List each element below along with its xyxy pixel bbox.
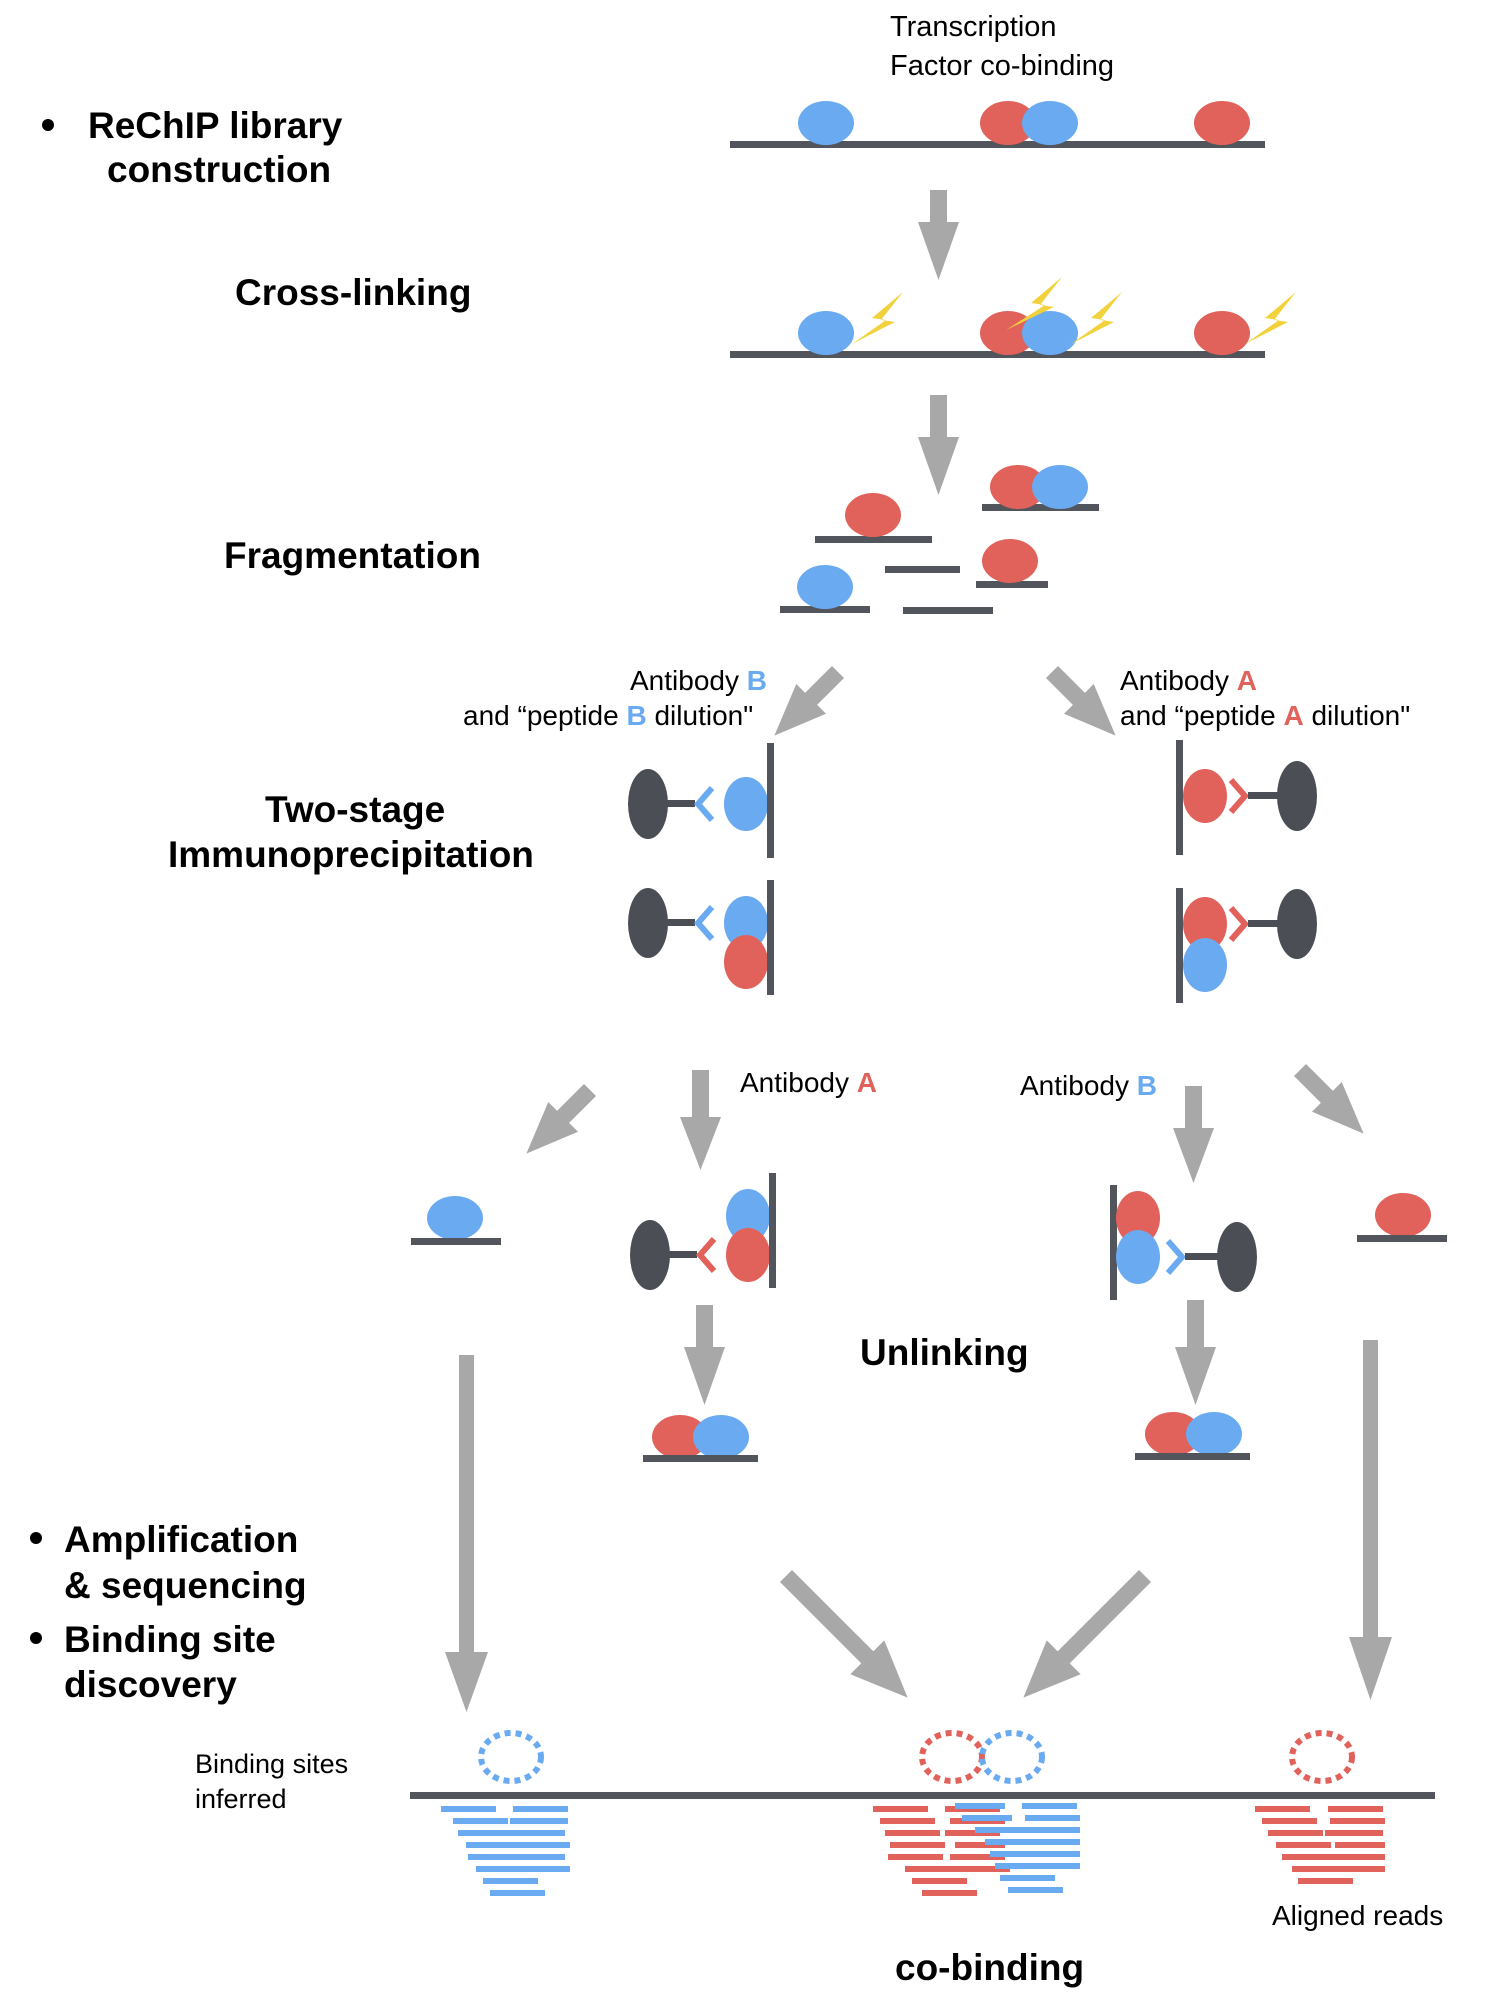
aligned-reads-label: Aligned reads	[1272, 1900, 1443, 1931]
factor-b	[1022, 101, 1078, 145]
section-discovery-line2: discovery	[64, 1664, 237, 1705]
factor-b	[1022, 311, 1078, 355]
binding-sites-label-line1: Binding sites	[195, 1749, 348, 1779]
down-right-arrow	[1293, 1063, 1364, 1134]
aligned-reads-b	[955, 1803, 1080, 1893]
top-label-line2: Factor co-binding	[890, 50, 1114, 82]
ip-complex-b-cobound	[628, 880, 774, 995]
inferred-site-a	[919, 1730, 985, 1784]
down-right-arrow	[1045, 665, 1116, 736]
unlinked-cobound-fragment	[643, 1415, 758, 1462]
top-label-line1: Transcription	[890, 11, 1057, 43]
antibody-b-second-label: Antibody B	[1020, 1070, 1157, 1101]
section-discovery-line1: Binding site	[64, 1619, 276, 1660]
factor-a	[980, 101, 1036, 145]
bullet-icon	[30, 1532, 42, 1544]
peptide-b-dilution-label: and “peptide B dilution"	[463, 700, 753, 731]
dna-strand	[730, 351, 1265, 358]
step-fragmentation: Fragmentation	[224, 535, 481, 576]
long-down-arrow	[1349, 1340, 1392, 1700]
section-amplification-line2: & sequencing	[64, 1565, 307, 1606]
ip-complex-b	[628, 743, 774, 858]
long-down-arrow	[445, 1355, 488, 1712]
ip-complex-a	[1176, 740, 1317, 855]
second-ip-complex-a	[630, 1173, 776, 1290]
co-binding-label: co-binding	[895, 1947, 1084, 1988]
factor-a	[1194, 311, 1250, 355]
down-left-arrow	[526, 1083, 597, 1154]
aligned-reads-a	[1255, 1806, 1385, 1884]
antibody-a-label: Antibody A	[1120, 665, 1257, 696]
dna-strand	[730, 141, 1265, 148]
step-two-stage-line1: Two-stage	[265, 789, 445, 830]
section-rechip-line1: ReChIP library	[88, 105, 343, 146]
step-two-stage-line2: Immunoprecipitation	[168, 834, 534, 875]
step-cross-linking: Cross-linking	[235, 272, 471, 313]
eluted-fragment-a	[1357, 1193, 1447, 1242]
down-arrow	[684, 1305, 725, 1405]
lightning-icon	[852, 292, 903, 344]
ip-complex-a-cobound	[1176, 888, 1317, 1003]
down-arrow	[1175, 1300, 1216, 1405]
aligned-reads-b	[441, 1806, 570, 1896]
factor-b	[798, 311, 854, 355]
section-amplification-line1: Amplification	[64, 1519, 298, 1560]
diagonal-arrow	[779, 1569, 908, 1698]
unlinked-cobound-fragment	[1135, 1412, 1250, 1460]
second-ip-complex-b	[1110, 1185, 1257, 1300]
antibody-b-label: Antibody B	[630, 665, 767, 696]
section-rechip-line2: construction	[107, 149, 331, 190]
down-arrow	[918, 395, 959, 495]
step-unlinking: Unlinking	[860, 1332, 1029, 1373]
down-arrow	[918, 190, 959, 280]
lightning-icon	[1245, 292, 1296, 344]
factor-a	[1194, 101, 1250, 145]
binding-sites-label-line2: inferred	[195, 1784, 287, 1814]
eluted-fragment-b	[411, 1196, 501, 1245]
down-arrow	[1173, 1086, 1214, 1183]
peptide-a-dilution-label: and “peptide A dilution"	[1120, 700, 1410, 731]
inferred-site-b	[478, 1730, 544, 1784]
genome-line	[410, 1792, 1435, 1799]
antibody-a-second-label: Antibody A	[740, 1067, 877, 1098]
dna-fragments	[780, 465, 1099, 614]
lightning-icon	[1071, 292, 1122, 344]
inferred-site-b	[979, 1730, 1045, 1784]
down-arrow	[680, 1070, 721, 1170]
factor-b	[798, 101, 854, 145]
inferred-site-a	[1289, 1730, 1355, 1784]
bullet-icon	[30, 1632, 42, 1644]
lightning-icon	[1006, 277, 1062, 330]
down-left-arrow	[774, 665, 845, 736]
bullet-icon	[42, 119, 54, 131]
diagonal-arrow	[1023, 1569, 1152, 1698]
